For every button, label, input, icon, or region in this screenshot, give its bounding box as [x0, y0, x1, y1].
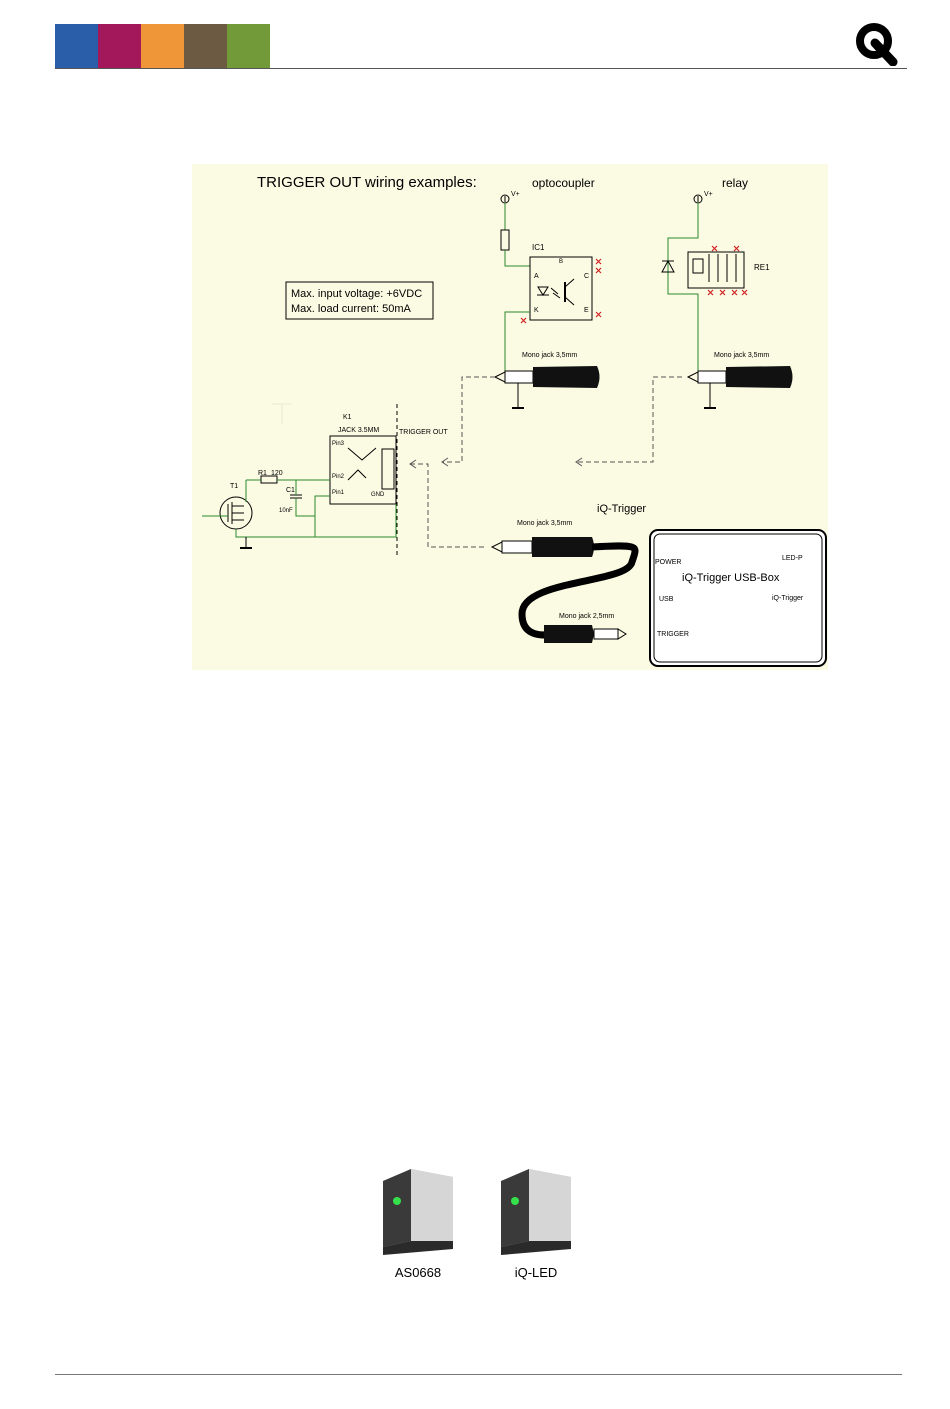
vplus-label: V+: [511, 191, 520, 198]
device-label: AS0668: [394, 1265, 442, 1280]
vplus-label-relay: V+: [704, 191, 713, 198]
mono-jack-opto-label: Mono jack 3,5mm: [522, 352, 577, 359]
jack-35mm-label: JACK 3.5MM: [338, 427, 379, 434]
wiring-diagram: TRIGGER OUT wiring examples: Max. input …: [192, 164, 828, 670]
pin2-label: Pin2: [332, 474, 345, 480]
mono-jack-relay-label: Mono jack 3,5mm: [714, 352, 769, 359]
pin-b: B: [559, 259, 563, 265]
k1-label: K1: [343, 414, 352, 421]
server-icon: [501, 1169, 571, 1255]
box-title: iQ-Trigger USB-Box: [682, 572, 780, 584]
pin-a: A: [534, 273, 539, 280]
optocoupler-label: optocoupler: [532, 176, 595, 190]
relay-label: relay: [722, 176, 748, 190]
header-color-bar: [55, 24, 270, 68]
c1-value: 10nF: [279, 508, 293, 514]
box-usb: USB: [659, 596, 674, 603]
footer-rule: [55, 1374, 902, 1375]
pin1-label: Pin1: [332, 490, 345, 496]
t1-label: T1: [230, 483, 238, 490]
box-led: LED-P: [782, 555, 803, 562]
device-iq-led: iQ-LED: [490, 1167, 582, 1280]
server-icon: [383, 1169, 453, 1255]
r1-value: 120: [271, 470, 283, 477]
re1-label: RE1: [754, 263, 770, 272]
mono-jack-cable-label: Mono jack 3,5mm: [517, 520, 572, 527]
pin-c: C: [584, 273, 589, 280]
ic1-label: IC1: [532, 243, 545, 252]
iq-trigger-label: iQ-Trigger: [597, 503, 646, 515]
box-iqtrigger: iQ-Trigger: [772, 595, 804, 602]
color-swatch: [141, 24, 184, 68]
color-swatch: [98, 24, 141, 68]
diagram-title: TRIGGER OUT wiring examples:: [257, 174, 477, 191]
spec-current: Max. load current: 50mA: [291, 303, 411, 315]
r1-label: R1: [258, 470, 267, 477]
iq-logo-icon: [856, 23, 898, 66]
box-power: POWER: [655, 559, 681, 566]
color-swatch: [55, 24, 98, 68]
header-rule: [55, 68, 907, 69]
device-label: iQ-LED: [514, 1265, 558, 1280]
color-swatch: [184, 24, 227, 68]
c1-label: C1: [286, 487, 295, 494]
device-as0668: AS0668: [372, 1167, 464, 1280]
box-trigger: TRIGGER: [657, 631, 689, 638]
mono-jack-25-label: Mono jack 2,5mm: [559, 613, 614, 620]
spec-voltage: Max. input voltage: +6VDC: [291, 288, 422, 300]
gnd-label: GND: [371, 492, 385, 498]
trigger-out-label: TRIGGER OUT: [399, 429, 448, 436]
pin3-label: Pin3: [332, 441, 345, 447]
color-swatch: [227, 24, 270, 68]
pin-e: E: [584, 307, 589, 314]
pin-k: K: [534, 307, 539, 314]
